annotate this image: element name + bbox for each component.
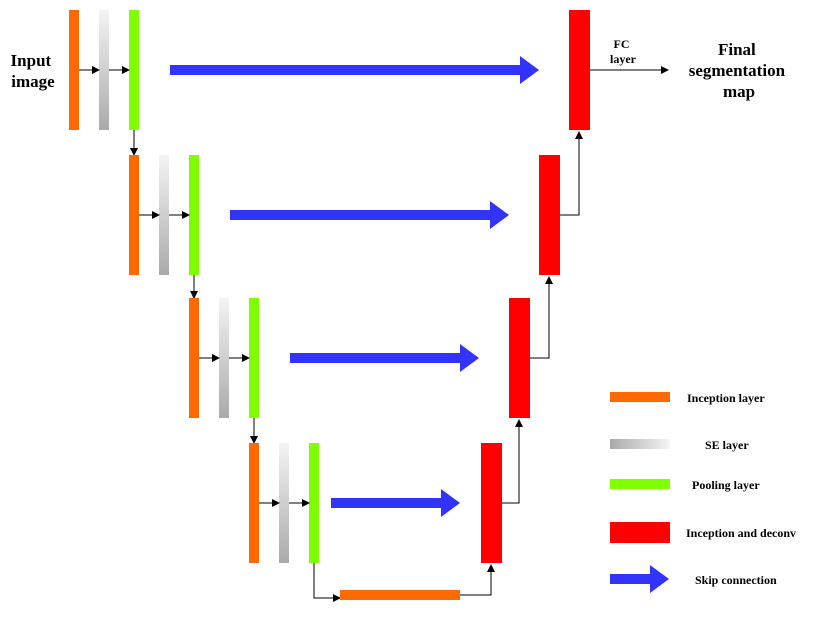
legend-swatch-inception [610,392,670,402]
deconv-block-level-2 [539,155,560,275]
legend-label-inception: Inception layer [687,391,765,405]
encoder-level-4 [249,443,319,563]
legend-label-se: SE layer [705,438,749,452]
deconv-block-level-3 [509,298,530,418]
pooling-layer-block [189,155,199,275]
pooling-layer-block [309,443,319,563]
legend-swatch-pooling [610,479,670,489]
legend: Inception layer SE layer Pooling layer I… [610,391,796,593]
final-segmentation-map-label: Final segmentation map [689,40,790,101]
se-layer-block [159,155,169,275]
bottleneck-up-connector [460,564,495,596]
inception-layer-block [129,155,139,275]
se-layer-block [279,443,289,563]
skip-connection-arrow-level-2 [230,201,509,229]
legend-swatch-se [610,439,670,449]
input-label-line-1: Input [11,51,52,70]
inception-layer-block [189,298,199,418]
legend-label-pooling: Pooling layer [692,478,760,492]
inception-layer-block [69,10,79,130]
se-layer-block [99,10,109,130]
legend-swatch-deconv [610,522,670,543]
skip-connection-arrow-level-3 [290,344,479,372]
fc-label-line-1: FC [614,37,630,51]
se-layer-block [219,298,229,418]
input-label-line-2: image [11,72,55,91]
final-label-line-3: map [723,82,755,101]
bottleneck-connector [313,563,341,602]
fc-label-line-2: layer [610,52,637,66]
bottleneck-inception-layer [340,590,460,600]
encoder-level-3 [189,298,259,418]
inception-layer-block [249,443,259,563]
up-connector [560,131,583,216]
legend-label-deconv: Inception and deconv [686,526,796,540]
final-label-line-2: segmentation [689,61,786,80]
pooling-layer-block [129,10,139,130]
final-label-line-1: Final [718,40,756,59]
skip-connection-arrow-level-1 [170,56,539,84]
encoder-level-2 [129,155,199,275]
legend-label-skip: Skip connection [695,573,777,587]
fc-layer-label: FC layer [610,37,637,66]
deconv-block-level-4 [481,443,502,563]
pooling-layer-block [249,298,259,418]
input-image-label: Input image [11,51,56,91]
deconv-block-level-1 [569,10,590,130]
up-connector [530,276,553,359]
up-connector [502,419,523,504]
skip-connection-arrow-level-4 [331,489,460,517]
encoder-level-1 [69,10,139,130]
legend-swatch-skip-arrow [610,565,669,593]
